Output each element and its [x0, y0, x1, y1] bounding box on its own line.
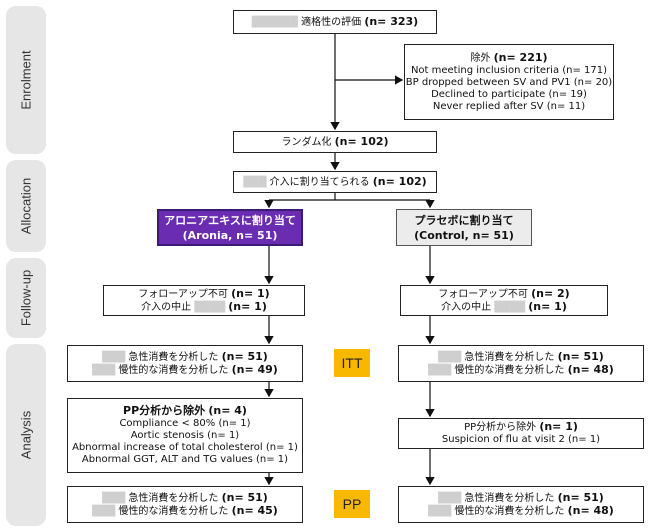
excluded-reason: Never replied after SV (n= 11) [432, 100, 586, 112]
pp-aronia-chronic-count: (n= 45) [231, 503, 278, 517]
excluded-count: (n= 221) [493, 50, 548, 64]
arm-control-title: プラセボに割り当て [414, 213, 514, 227]
phase-followup: Follow-up [6, 258, 46, 338]
eligibility-count: (n= 323) [364, 14, 419, 28]
randomized-label: ランダム化 [281, 136, 332, 148]
itt-aronia-chronic-label: 慢性的な消費を分析した [118, 364, 229, 376]
pp-control-box: ███ 急性消費を分析した (n= 51) ███ 慢性的な消費を分析した (n… [398, 486, 644, 523]
pp-control-chronic-label: 慢性的な消費を分析した [454, 505, 565, 517]
followup-aronia-disc-count: (n= 1) [228, 299, 267, 313]
followup-control-disc-count: (n= 1) [528, 299, 567, 313]
allocated-box: ███ 介入に割り当てられる (n= 102) [233, 171, 437, 193]
allocated-label: 介入に割り当てられる [269, 176, 370, 188]
itt-aronia-acute-count: (n= 51) [221, 349, 268, 363]
itt-control-box: ███ 急性消費を分析した (n= 51) ███ 慢性的な消費を分析した (n… [398, 345, 644, 382]
excluded-reason: Not meeting inclusion criteria (n= 171) [410, 64, 608, 76]
itt-tag: ITT [334, 349, 370, 377]
pp-exclusion-control-title: PP分析から除外 [464, 422, 537, 433]
followup-aronia-lost-label: フォローアップ不可 [138, 288, 228, 300]
itt-aronia-acute-label: 急性消費を分析した [128, 351, 219, 363]
pp-exclusion-reason: Abnormal increase of total cholesterol (… [72, 442, 298, 453]
arm-aronia-box: アロニアエキスに割り当て (Aronia, n= 51) [157, 209, 303, 246]
pp-control-chronic-count: (n= 48) [567, 503, 614, 517]
itt-control-acute-label: 急性消費を分析した [464, 351, 555, 363]
phase-enrolment: Enrolment [6, 6, 46, 154]
pp-exclusion-control-count: (n= 1) [539, 420, 578, 433]
pp-control-acute-label: 急性消費を分析した [464, 492, 555, 504]
randomized-count: (n= 102) [334, 134, 389, 148]
excluded-box: 除外 (n= 221) Not meeting inclusion criter… [404, 44, 614, 120]
itt-aronia-chronic-count: (n= 49) [231, 362, 278, 376]
pp-exclusion-aronia-count: (n= 4) [208, 404, 247, 417]
pp-exclusion-control-box: PP分析から除外 (n= 1) Suspicion of flu at visi… [398, 418, 644, 449]
eligibility-box: ██████ 適格性の評価 (n= 323) [233, 10, 437, 34]
excluded-reason: BP dropped between SV and PV1 (n= 20) [405, 76, 613, 88]
phase-analysis: Analysis [6, 344, 46, 526]
excluded-title: 除外 [470, 52, 491, 64]
pp-aronia-acute-count: (n= 51) [221, 490, 268, 504]
phase-allocation: Allocation [6, 160, 46, 252]
pp-exclusion-reason: Suspicion of flu at visit 2 (n= 1) [441, 434, 601, 445]
followup-control-lost-label: フォローアップ不可 [438, 288, 528, 300]
itt-control-chronic-count: (n= 48) [567, 362, 614, 376]
arm-aronia-count: (Aronia, n= 51) [182, 228, 278, 242]
pp-aronia-acute-label: 急性消費を分析した [128, 492, 219, 504]
pp-exclusion-aronia-box: PP分析から除外 (n= 4) Compliance < 80% (n= 1) … [67, 398, 303, 473]
itt-control-chronic-label: 慢性的な消費を分析した [454, 364, 565, 376]
arm-aronia-title: アロニアエキスに割り当て [164, 213, 296, 227]
pp-exclusion-reason: Compliance < 80% (n= 1) [119, 418, 251, 429]
pp-exclusion-aronia-title: PP分析から除外 [123, 404, 206, 417]
pp-tag: PP [334, 490, 370, 518]
pp-control-acute-count: (n= 51) [557, 490, 604, 504]
arm-control-box: プラセボに割り当て (Control, n= 51) [396, 209, 532, 246]
arm-control-count: (Control, n= 51) [414, 228, 514, 242]
itt-aronia-box: ███ 急性消費を分析した (n= 51) ███ 慢性的な消費を分析した (n… [67, 345, 303, 382]
pp-aronia-box: ███ 急性消費を分析した (n= 51) ███ 慢性的な消費を分析した (n… [67, 486, 303, 523]
pp-exclusion-reason: Abnormal GGT, ALT and TG values (n= 1) [81, 454, 289, 465]
pp-aronia-chronic-label: 慢性的な消費を分析した [118, 505, 229, 517]
followup-aronia-lost-count: (n= 1) [231, 286, 270, 300]
followup-aronia-disc-label: 介入の中止 [141, 301, 192, 313]
pp-exclusion-reason: Aortic stenosis (n= 1) [130, 430, 240, 441]
allocated-count: (n= 102) [372, 174, 427, 188]
itt-control-acute-count: (n= 51) [557, 349, 604, 363]
followup-control-disc-label: 介入の中止 [441, 301, 492, 313]
randomized-box: ランダム化 (n= 102) [233, 131, 437, 153]
followup-aronia-box: フォローアップ不可 (n= 1) 介入の中止 ████ (n= 1) [103, 285, 305, 316]
followup-control-box: フォローアップ不可 (n= 2) 介入の中止 ████ (n= 1) [400, 285, 608, 316]
excluded-reason: Declined to participate (n= 19) [431, 88, 587, 100]
eligibility-label: 適格性の評価 [301, 16, 362, 28]
followup-control-lost-count: (n= 2) [531, 286, 570, 300]
